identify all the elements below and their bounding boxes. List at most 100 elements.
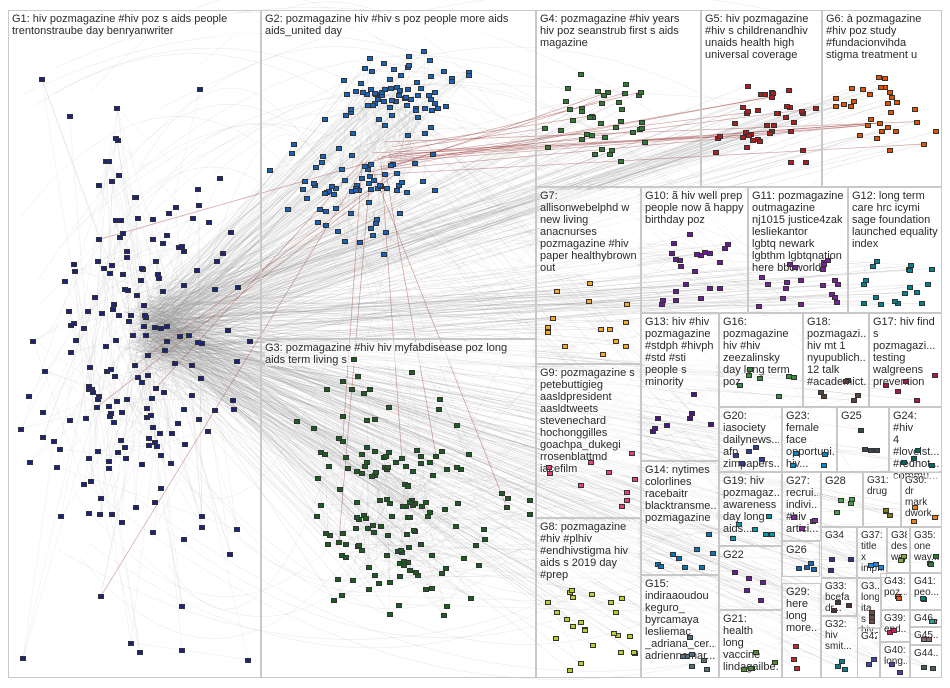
edge (148, 318, 446, 509)
edge (350, 94, 376, 109)
edge (361, 371, 412, 551)
node-g8 (627, 633, 634, 639)
node-g2 (393, 171, 400, 177)
edge (133, 331, 417, 573)
node-g6 (881, 76, 888, 82)
edge (373, 457, 403, 532)
node-g24 (915, 447, 922, 453)
node-g2 (405, 132, 412, 138)
group-box-g43: G43: poz... (880, 573, 910, 610)
node-g7 (545, 330, 552, 336)
edge (374, 474, 507, 508)
node-g1 (195, 203, 202, 209)
edge (169, 161, 323, 333)
edge (367, 446, 400, 576)
edge (156, 246, 180, 446)
edge (142, 381, 148, 408)
node-g16 (737, 383, 744, 389)
node-g11 (780, 295, 787, 301)
group-box-g10: G10: ã hiv well prep people now ã happy … (641, 187, 748, 313)
edge (41, 78, 100, 240)
edge (342, 440, 423, 506)
edge (156, 328, 610, 473)
edge (145, 341, 581, 663)
edge (115, 138, 194, 219)
edge (148, 266, 796, 306)
edge (148, 166, 317, 337)
node-g1 (145, 353, 152, 359)
node-g3 (340, 379, 347, 385)
node-g1 (212, 286, 219, 292)
edge (378, 554, 388, 584)
node-g8 (589, 592, 596, 598)
edge (270, 169, 327, 225)
edge (160, 127, 643, 294)
node-g10 (687, 232, 694, 238)
edge (155, 332, 386, 467)
edge (99, 239, 148, 418)
node-g2 (367, 225, 374, 231)
edge (108, 161, 162, 328)
edge (145, 117, 594, 326)
group-label-g30: G30: dr mark dwork... (905, 475, 939, 519)
node-g5 (754, 107, 761, 113)
node-g1 (147, 413, 154, 419)
node-g2 (333, 205, 340, 211)
edge (148, 326, 359, 519)
node-g4 (591, 151, 598, 157)
edge (115, 138, 143, 269)
node-g2 (393, 188, 400, 194)
edge (179, 246, 209, 431)
edge (151, 81, 417, 288)
node-g1 (123, 396, 130, 402)
edge (375, 472, 411, 517)
edge (139, 269, 910, 323)
node-g1 (141, 303, 148, 309)
edge (131, 343, 873, 622)
edge (160, 122, 602, 323)
edge (287, 208, 797, 454)
node-g2 (398, 179, 405, 185)
node-g2 (387, 104, 394, 110)
edge (152, 134, 593, 345)
node-g6 (840, 102, 847, 108)
node-g1 (58, 514, 65, 520)
edge (355, 90, 388, 188)
node-g3 (442, 506, 449, 512)
node-g1 (53, 464, 60, 470)
node-g2 (347, 106, 354, 112)
edge (344, 65, 410, 180)
edge (147, 313, 594, 646)
node-g22 (743, 587, 750, 593)
node-g1 (119, 519, 126, 525)
edge (130, 354, 825, 466)
edge (112, 305, 145, 514)
edge (147, 377, 201, 408)
edge (165, 96, 892, 331)
node-g11 (798, 277, 805, 283)
edge (342, 415, 531, 515)
node-g2 (413, 108, 420, 114)
edge (147, 169, 271, 325)
node-g4 (586, 114, 593, 120)
edge (408, 547, 465, 559)
node-g7 (598, 327, 605, 333)
node-g7 (607, 327, 614, 333)
group-label-g4: G4: pozmagazine #hiv years hiv poz seans… (540, 13, 698, 49)
node-g24 (911, 456, 918, 462)
edge (159, 65, 410, 344)
edge (120, 284, 185, 440)
node-g4 (618, 118, 625, 124)
node-g12 (892, 298, 899, 304)
edge (356, 502, 370, 568)
node-g6 (887, 109, 894, 115)
node-g45 (920, 637, 927, 642)
node-g10 (691, 269, 698, 275)
node-g26 (804, 564, 811, 570)
node-g2 (465, 73, 472, 79)
node-g1 (234, 527, 241, 533)
node-g2 (339, 167, 346, 173)
node-g1 (163, 339, 170, 344)
edge (152, 102, 436, 300)
edge (132, 353, 413, 500)
